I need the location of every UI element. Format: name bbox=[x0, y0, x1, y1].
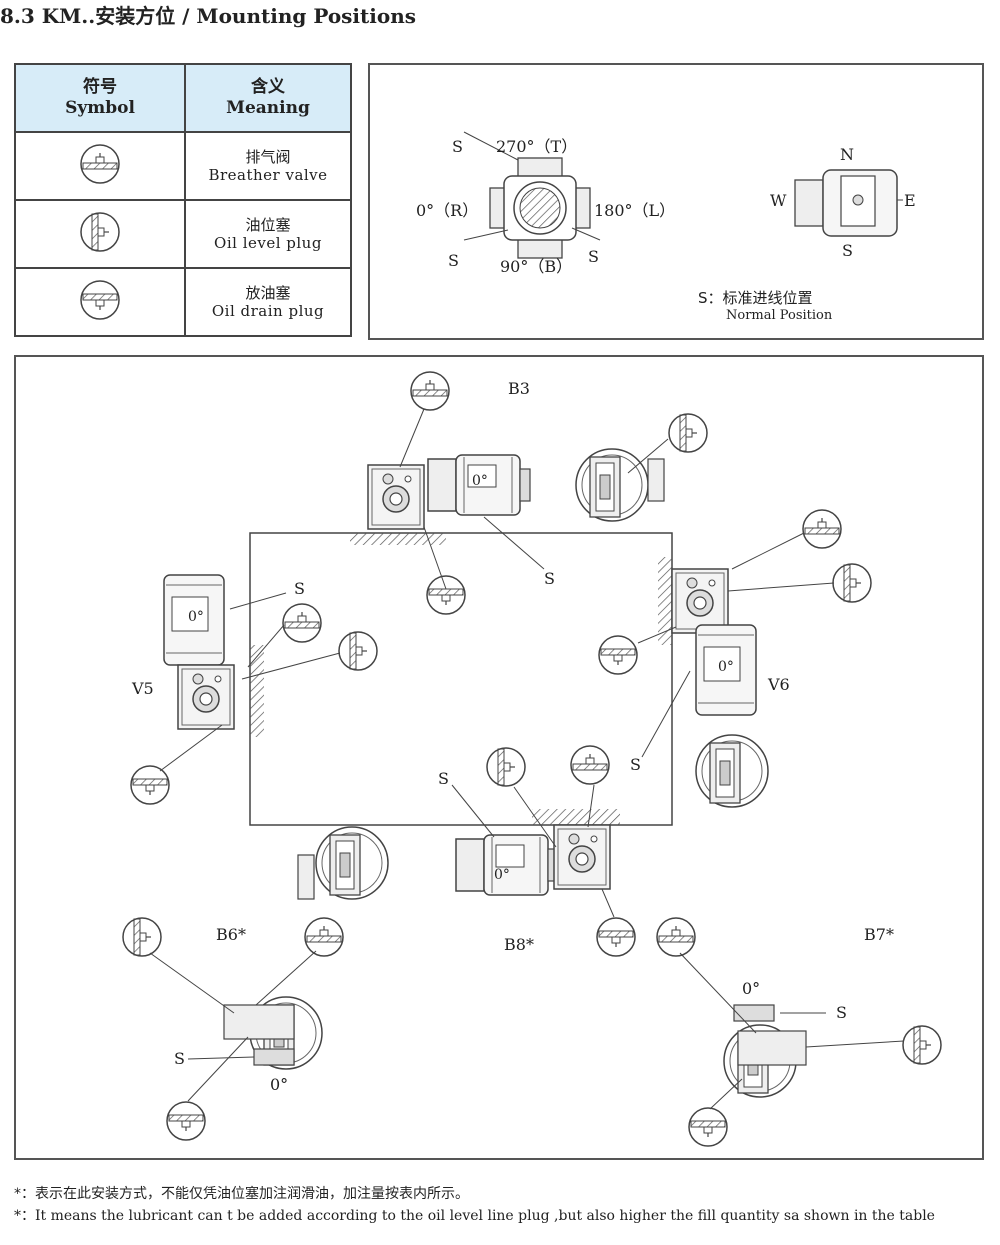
oil-level-plug-icon bbox=[902, 1025, 942, 1065]
mount-hatch-left bbox=[250, 645, 264, 737]
label-b8: B8* bbox=[504, 935, 534, 954]
mounting-drawing bbox=[122, 371, 942, 1147]
mount-hatch-right bbox=[658, 557, 672, 645]
motor-end-view bbox=[463, 131, 601, 259]
label-v5: V5 bbox=[132, 679, 154, 698]
table-row: 排气阀 Breather valve bbox=[14, 131, 352, 201]
b3-s-label: S bbox=[544, 569, 555, 588]
breather-valve-icon bbox=[656, 917, 696, 957]
label-e: E bbox=[904, 191, 916, 210]
meaning-header-zh: 含义 bbox=[251, 77, 285, 97]
label-90-b: 90°（B） bbox=[500, 257, 573, 276]
normal-position-zh: S：标准进线位置 bbox=[698, 289, 813, 307]
label-b6: B6* bbox=[216, 925, 246, 944]
b8-gearbox bbox=[553, 824, 611, 890]
motor-side-view bbox=[794, 169, 903, 237]
symbol-legend-table: 符号 Symbol 含义 Meaning 排气阀 Breather valve … bbox=[14, 63, 352, 337]
oil-drain-plug-icon bbox=[596, 917, 636, 957]
label-s-bottom-left: S bbox=[448, 251, 459, 270]
top-right-end-view bbox=[575, 448, 649, 522]
mount-hatch-top bbox=[350, 533, 446, 545]
breather-valve-icon bbox=[410, 371, 450, 411]
label-w: W bbox=[770, 191, 787, 210]
meaning-zh: 放油塞 bbox=[245, 284, 291, 302]
meaning-en: Oil drain plug bbox=[211, 302, 325, 320]
label-s-top: S bbox=[452, 137, 463, 156]
v6-motor-zero: 0° bbox=[718, 659, 734, 675]
meaning-en: Breather valve bbox=[208, 166, 328, 184]
meaning-cell: 油位塞 Oil level plug bbox=[184, 199, 352, 269]
oil-drain-plug-icon bbox=[80, 280, 120, 320]
b6-s-label: S bbox=[174, 1049, 185, 1068]
footnote-en: *：It means the lubricant can t be added … bbox=[14, 1208, 935, 1224]
breather-valve-icon bbox=[282, 603, 322, 643]
symbol-header-en: Symbol bbox=[65, 98, 135, 118]
meaning-cell: 排气阀 Breather valve bbox=[184, 131, 352, 201]
label-v6: V6 bbox=[768, 675, 790, 694]
b7-zero: 0° bbox=[742, 979, 761, 998]
oil-level-plug-icon bbox=[486, 747, 526, 787]
symbol-header-zh: 符号 bbox=[83, 77, 117, 97]
meaning-zh: 排气阀 bbox=[245, 148, 291, 166]
orientation-drawing bbox=[463, 131, 903, 259]
mount-hatch-bottom bbox=[532, 809, 620, 825]
b8-motor-zero: 0° bbox=[494, 867, 510, 883]
oil-level-plug-icon bbox=[122, 917, 162, 957]
oil-level-plug-icon bbox=[832, 563, 872, 603]
table-row: 放油塞 Oil drain plug bbox=[14, 267, 352, 337]
oil-level-plug-icon bbox=[80, 212, 120, 252]
oil-drain-plug-icon bbox=[426, 575, 466, 615]
mounting-positions-diagram: B3 0° S S 0° V5 0° V6 S S 0° B6* B8* B7*… bbox=[14, 355, 984, 1160]
label-b3: B3 bbox=[508, 379, 530, 398]
footnote-zh: *：表示在此安装方式，不能仅凭油位塞加注润滑油，加注量按表内所示。 bbox=[14, 1186, 469, 1202]
breather-valve-icon bbox=[802, 509, 842, 549]
label-s-bottom-right: S bbox=[588, 247, 599, 266]
leader-lines bbox=[149, 408, 905, 1110]
meaning-en: Oil level plug bbox=[214, 234, 322, 252]
meaning-column-header: 含义 Meaning bbox=[184, 63, 352, 133]
oil-drain-plug-icon bbox=[688, 1107, 728, 1147]
v5-gearbox bbox=[177, 664, 235, 730]
bottom-left-end-view bbox=[315, 826, 389, 900]
v5-s-label: S bbox=[294, 579, 305, 598]
breather-valve-icon bbox=[80, 144, 120, 184]
table-row: 油位塞 Oil level plug bbox=[14, 199, 352, 269]
legend-header-row: 符号 Symbol 含义 Meaning bbox=[14, 63, 352, 133]
right-lower-end-view bbox=[695, 734, 769, 808]
right-gearbox bbox=[671, 568, 729, 634]
oil-drain-plug-icon bbox=[166, 1101, 206, 1141]
v6-s-label: S bbox=[630, 755, 641, 774]
v5-motor-zero: 0° bbox=[188, 609, 204, 625]
oil-drain-plug-icon bbox=[130, 765, 170, 805]
label-s-side: S bbox=[842, 241, 853, 260]
b8-s-label: S bbox=[438, 769, 449, 788]
label-b7: B7* bbox=[864, 925, 894, 944]
b6-zero: 0° bbox=[270, 1075, 289, 1094]
orientation-panel: S 270°（T） 0°（R） 180°（L） S 90°（B） S N W E… bbox=[368, 63, 984, 340]
label-0-r: 0°（R） bbox=[416, 201, 479, 220]
normal-position-en: Normal Position bbox=[726, 308, 833, 323]
oil-drain-plug-icon bbox=[598, 635, 638, 675]
symbol-cell bbox=[14, 199, 186, 269]
breather-valve-icon bbox=[570, 745, 610, 785]
meaning-zh: 油位塞 bbox=[245, 216, 291, 234]
label-180-l: 180°（L） bbox=[594, 201, 676, 220]
b3-motor-zero: 0° bbox=[472, 473, 488, 489]
symbol-cell bbox=[14, 267, 186, 337]
breather-valve-icon bbox=[304, 917, 344, 957]
page-title: 8.3 KM..安装方位 / Mounting Positions bbox=[0, 4, 416, 28]
meaning-header-en: Meaning bbox=[226, 98, 310, 118]
oil-level-plug-icon bbox=[338, 631, 378, 671]
b7-s-label: S bbox=[836, 1003, 847, 1022]
oil-level-plug-icon bbox=[668, 413, 708, 453]
meaning-cell: 放油塞 Oil drain plug bbox=[184, 267, 352, 337]
b3-gearbox bbox=[367, 464, 425, 530]
symbol-column-header: 符号 Symbol bbox=[14, 63, 186, 133]
reference-block bbox=[249, 532, 673, 826]
label-270: 270°（T） bbox=[496, 137, 578, 156]
label-n: N bbox=[840, 145, 854, 164]
symbol-cell bbox=[14, 131, 186, 201]
b8-motor bbox=[455, 834, 559, 896]
